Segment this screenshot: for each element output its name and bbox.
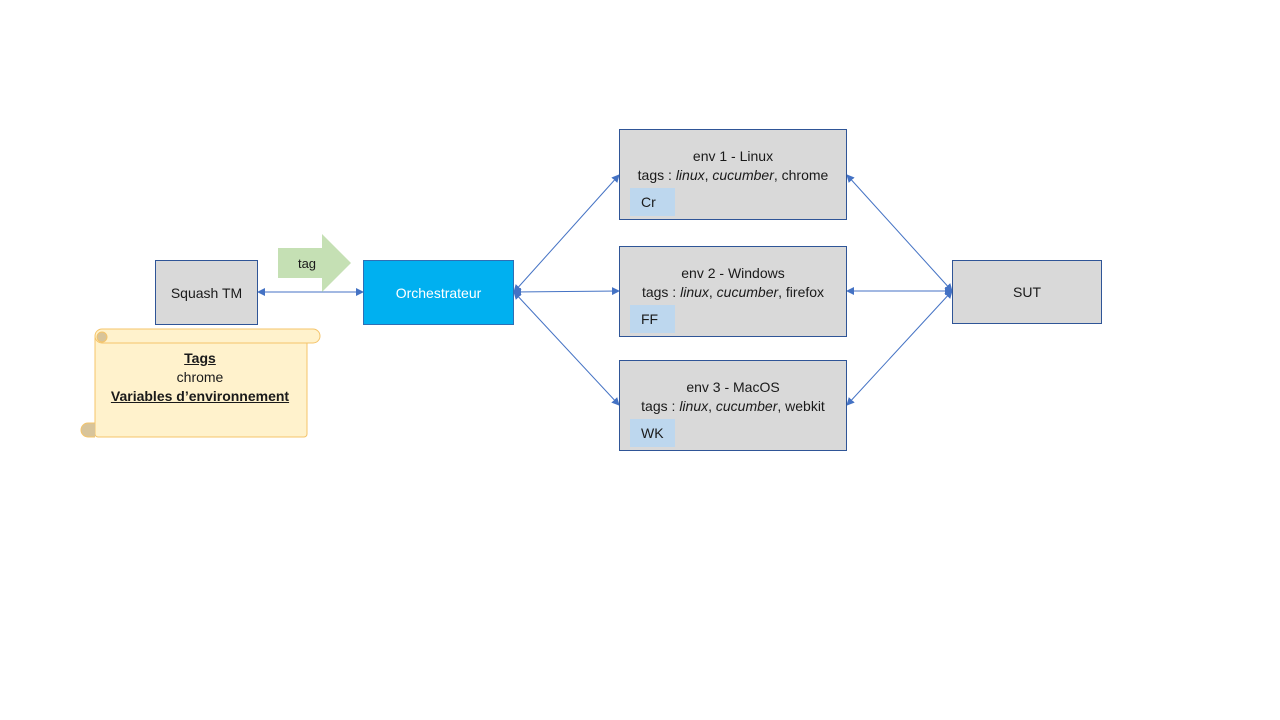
env3-node[interactable]: env 3 - MacOS tags : linux, cucumber, we… (619, 360, 847, 451)
orchestrator-label: Orchestrateur (395, 284, 482, 301)
connector-env3-sut (846, 290, 953, 406)
scroll-env-vars-heading: Variables d’environnement (110, 388, 290, 404)
env3-badge: WK (630, 419, 675, 447)
sut-node[interactable]: SUT (952, 260, 1102, 324)
env1-tags: tags : linux, cucumber, chrome (637, 167, 829, 183)
scroll-tags-heading: Tags (184, 350, 216, 366)
connector-orchestrator-env2 (513, 287, 620, 296)
env2-node[interactable]: env 2 - Windows tags : linux, cucumber, … (619, 246, 847, 337)
sut-label: SUT (1013, 284, 1041, 300)
tag-arrow-label: tag (297, 256, 317, 271)
connector-env1-sut (846, 174, 953, 292)
scroll-shape (80, 328, 321, 438)
squash-tm-label: Squash TM (170, 284, 243, 301)
connector-orchestrator-env3 (513, 291, 620, 406)
orchestrator-node[interactable]: Orchestrateur (363, 260, 514, 325)
env1-title: env 1 - Linux (692, 148, 774, 164)
env2-title: env 2 - Windows (681, 265, 785, 281)
env2-badge: FF (630, 305, 675, 333)
scroll-note: Tags chrome Variables d’environnement (96, 349, 304, 406)
env3-tags: tags : linux, cucumber, webkit (641, 398, 825, 414)
env2-tags: tags : linux, cucumber, firefox (641, 284, 825, 300)
tag-arrow-shape (278, 234, 351, 292)
env3-title: env 3 - MacOS (686, 379, 780, 395)
env1-node[interactable]: env 1 - Linux tags : linux, cucumber, ch… (619, 129, 847, 220)
env1-badge: Cr (630, 188, 675, 216)
scroll-tag-value: chrome (176, 369, 224, 385)
connector-orchestrator-env1 (513, 174, 620, 293)
squash-tm-node[interactable]: Squash TM (155, 260, 258, 325)
